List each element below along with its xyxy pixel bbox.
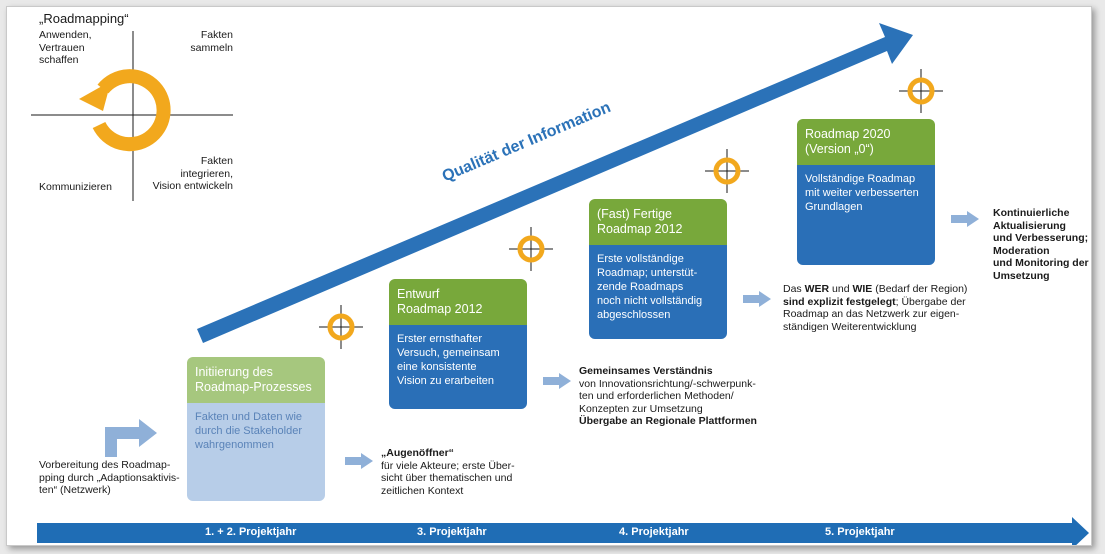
cycle-cross — [31, 31, 233, 201]
cycle-bottom-left: Kommunizieren — [39, 181, 112, 193]
outcome-augenoeffner: „Augenöffner“ für viele Akteure; erste Ü… — [381, 447, 515, 497]
quality-arrow-shape — [197, 23, 913, 343]
quality-arrow — [37, 23, 1089, 545]
outcome-wer-wie: Das WER und WIE (Bedarf der Region) sind… — [783, 283, 968, 333]
step-arrow-icon — [345, 453, 373, 469]
outcome-gemeinsames-verstaendnis: Gemeinsames Verständnis von Innovationsr… — [579, 365, 757, 427]
preparation-arrow-icon — [105, 419, 157, 457]
cycle-marker-icon — [509, 227, 553, 271]
stage-card-head: Roadmap 2020(Version „0“) — [797, 119, 935, 165]
cycle-marker-icon — [899, 69, 943, 113]
timeline-label-year-4: 4. Projektjahr — [619, 526, 689, 538]
cycle-marker-icon — [705, 149, 749, 193]
cycle-title: „Roadmapping“ — [39, 11, 129, 26]
preparation-text: Vorbereitung des Roadmap-pping durch „Ad… — [39, 459, 180, 496]
step-arrow-icon — [951, 211, 979, 227]
cycle-marker-icon — [319, 305, 363, 349]
cycle-arrow-icon — [92, 69, 171, 152]
timeline-label-year-5: 5. Projektjahr — [825, 526, 895, 538]
timeline-arrow-shape — [37, 517, 1089, 545]
diagram-frame: Qualität der Information „Roadmapping“ A… — [6, 6, 1092, 546]
timeline-label-year-1-2: 1. + 2. Projektjahr — [205, 526, 297, 538]
step-arrow-icon — [743, 291, 771, 307]
step-arrow-icon — [543, 373, 571, 389]
stage-card-roadmap-2020: Roadmap 2020(Version „0“) Vollständige R… — [797, 119, 935, 265]
timeline-label-year-3: 3. Projektjahr — [417, 526, 487, 538]
